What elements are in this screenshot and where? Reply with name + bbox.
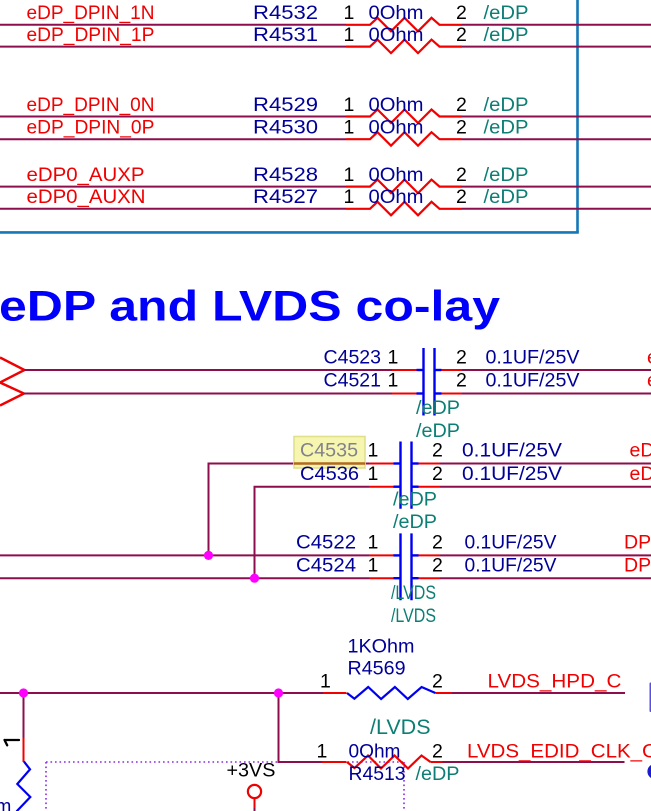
- svg-text:eD: eD: [647, 347, 651, 369]
- svg-text:1: 1: [344, 164, 355, 186]
- svg-text:1: 1: [368, 532, 379, 554]
- svg-text:DP: DP: [624, 554, 651, 576]
- svg-text:R4529: R4529: [253, 94, 318, 116]
- svg-text:R4528: R4528: [253, 164, 318, 186]
- svg-text:2: 2: [432, 671, 443, 693]
- svg-text:0.1UF/25V: 0.1UF/25V: [486, 370, 580, 392]
- svg-text:1: 1: [344, 117, 355, 139]
- svg-text:eDP_DPIN_1P: eDP_DPIN_1P: [27, 24, 155, 46]
- svg-text:0.1UF/25V: 0.1UF/25V: [465, 531, 557, 553]
- svg-text:2: 2: [432, 741, 443, 763]
- svg-text:R4531: R4531: [253, 24, 318, 46]
- svg-text:eDP: eDP: [630, 463, 651, 485]
- svg-text:2: 2: [456, 347, 467, 369]
- svg-text:0Ohm: 0Ohm: [369, 187, 424, 209]
- svg-text:R4513: R4513: [349, 763, 406, 785]
- svg-text:0Ohm: 0Ohm: [369, 3, 424, 25]
- svg-text:1: 1: [344, 186, 355, 208]
- svg-text:/LVDS: /LVDS: [370, 715, 431, 739]
- svg-text:LVDS_EDID_CLK_C: LVDS_EDID_CLK_C: [467, 741, 651, 762]
- svg-text:eDP0_AUXN: eDP0_AUXN: [27, 187, 146, 209]
- svg-text:C4523: C4523: [324, 347, 382, 369]
- svg-text:1: 1: [344, 24, 355, 46]
- svg-text:0.1UF/25V: 0.1UF/25V: [465, 554, 557, 576]
- svg-text:1: 1: [320, 671, 331, 693]
- svg-text:R4532: R4532: [253, 2, 318, 24]
- svg-text:1: 1: [388, 370, 399, 392]
- svg-text:/eDP: /eDP: [484, 94, 529, 116]
- svg-text:0.1UF/25V: 0.1UF/25V: [462, 464, 563, 485]
- svg-text:eD: eD: [647, 370, 651, 392]
- svg-text:/eDP: /eDP: [484, 164, 529, 186]
- svg-text:2: 2: [456, 370, 467, 392]
- svg-text:C4524: C4524: [296, 555, 356, 577]
- svg-text:0Ohm: 0Ohm: [369, 117, 424, 139]
- svg-text:2: 2: [432, 532, 443, 554]
- svg-text:/eDP: /eDP: [416, 420, 460, 442]
- svg-text:1: 1: [388, 347, 399, 369]
- svg-text:eDP_DPIN_1N: eDP_DPIN_1N: [27, 3, 155, 24]
- svg-text:1KOhm: 1KOhm: [348, 636, 415, 658]
- svg-text:LVDS_HPD_C: LVDS_HPD_C: [488, 671, 622, 692]
- svg-text:2: 2: [456, 164, 467, 186]
- svg-text:1: 1: [344, 94, 355, 116]
- svg-text:+3VS: +3VS: [227, 760, 276, 782]
- svg-text:0.1UF/25V: 0.1UF/25V: [486, 347, 580, 369]
- svg-text:/eDP: /eDP: [393, 511, 437, 533]
- svg-text:/eDP: /eDP: [484, 187, 529, 209]
- svg-text:0Ohm: 0Ohm: [369, 164, 424, 186]
- svg-text:C4535: C4535: [300, 440, 358, 462]
- svg-text:2: 2: [456, 24, 467, 46]
- svg-text:/eDP: /eDP: [484, 117, 529, 139]
- svg-text:1: 1: [317, 741, 328, 763]
- svg-text:C4522: C4522: [296, 532, 356, 554]
- svg-text:2: 2: [432, 463, 443, 485]
- svg-text:2: 2: [456, 94, 467, 116]
- svg-text:eDP0_AUXP: eDP0_AUXP: [27, 164, 145, 185]
- svg-text:DP: DP: [624, 532, 651, 554]
- svg-text:2: 2: [456, 186, 467, 208]
- svg-text:/eDP: /eDP: [393, 489, 437, 511]
- svg-text:0Ohm: 0Ohm: [369, 94, 424, 116]
- svg-text:eDP: eDP: [630, 440, 651, 462]
- svg-text:2: 2: [432, 440, 443, 462]
- svg-text:C4536: C4536: [300, 463, 359, 485]
- svg-text:C4521: C4521: [324, 370, 382, 392]
- svg-text:0Ohm: 0Ohm: [369, 24, 424, 46]
- svg-text:/eDP: /eDP: [484, 3, 529, 25]
- svg-text:/eDP: /eDP: [416, 763, 460, 785]
- svg-text:2: 2: [456, 2, 467, 24]
- svg-text:R4569: R4569: [348, 658, 406, 680]
- svg-text:/LVDS: /LVDS: [391, 605, 436, 627]
- svg-text:1: 1: [368, 554, 379, 576]
- svg-text:2: 2: [432, 554, 443, 576]
- svg-text:R4530: R4530: [253, 117, 318, 139]
- svg-text:/eDP: /eDP: [416, 397, 460, 419]
- svg-text:0.1UF/25V: 0.1UF/25V: [462, 440, 563, 461]
- svg-text:1: 1: [368, 463, 379, 485]
- svg-text:m: m: [0, 797, 11, 811]
- svg-text:/eDP: /eDP: [484, 24, 529, 46]
- svg-text:1: 1: [368, 440, 379, 462]
- svg-text:eDP and LVDS co-lay: eDP and LVDS co-lay: [0, 282, 500, 330]
- svg-text:0Ohm: 0Ohm: [349, 741, 401, 762]
- svg-text:R4527: R4527: [253, 186, 318, 208]
- svg-text:eDP_DPIN_0P: eDP_DPIN_0P: [27, 116, 155, 138]
- svg-text:2: 2: [456, 117, 467, 139]
- svg-text:/LVDS: /LVDS: [391, 582, 436, 604]
- svg-text:eDP_DPIN_0N: eDP_DPIN_0N: [27, 95, 155, 116]
- svg-text:1: 1: [344, 2, 355, 24]
